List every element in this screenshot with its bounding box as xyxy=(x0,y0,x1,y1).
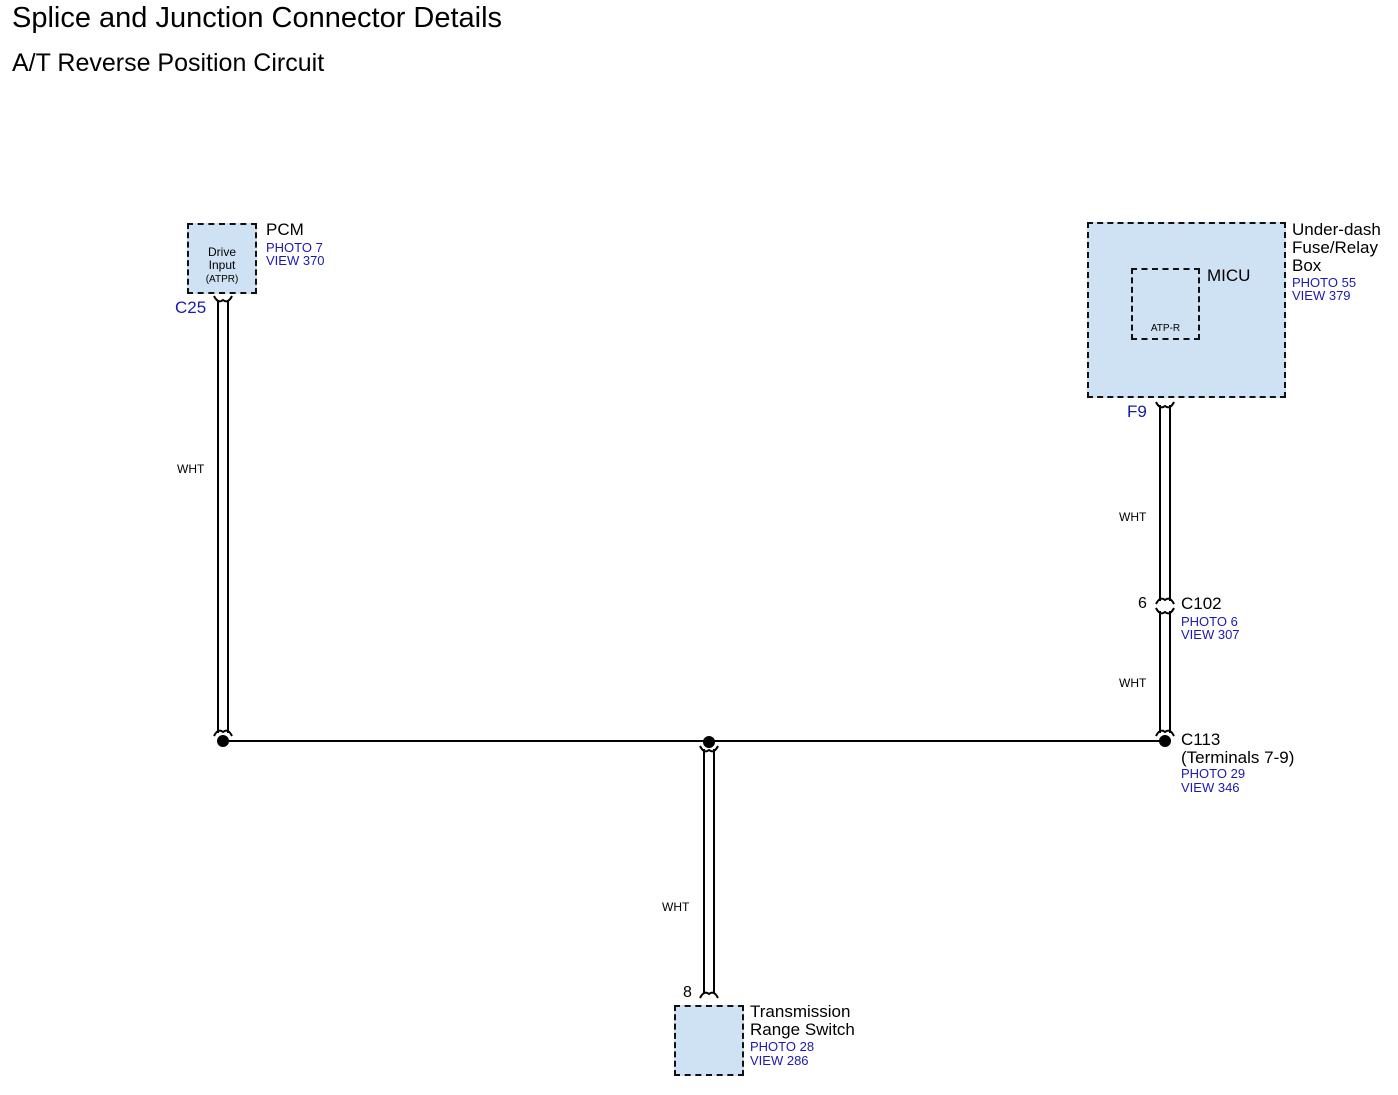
splice-point-right xyxy=(1159,735,1171,747)
pcm-connector-id[interactable]: C25 xyxy=(175,298,207,317)
fuse-box-photo-ref[interactable]: PHOTO 55 xyxy=(1292,275,1357,290)
trs-view-ref[interactable]: VIEW 286 xyxy=(750,1053,809,1068)
fuse-box-view-ref[interactable]: VIEW 379 xyxy=(1292,288,1351,303)
trs-box xyxy=(674,1005,744,1076)
c102-photo-ref[interactable]: PHOTO 6 xyxy=(1181,614,1238,629)
micu-terminal-label: ATP-R xyxy=(1150,323,1181,334)
pcm-label: PCM xyxy=(266,220,304,239)
fuse-box-label-line1: Under-dash xyxy=(1292,220,1381,239)
c102-label: C102 xyxy=(1181,594,1222,613)
fuse-box-connector-id[interactable]: F9 xyxy=(1127,402,1147,421)
pcm-terminal-label-3: (ATPR) xyxy=(205,274,239,285)
fuse-c102-wire-color: WHT xyxy=(1119,510,1147,524)
trs-photo-ref[interactable]: PHOTO 28 xyxy=(750,1039,815,1054)
c102-view-ref[interactable]: VIEW 307 xyxy=(1181,627,1240,642)
wire-c102-c113 xyxy=(1155,607,1175,737)
splice-point-left xyxy=(217,735,229,747)
pcm-terminal-label-2: Input xyxy=(208,258,236,272)
splice-point-center xyxy=(703,736,715,748)
trs-label-line2: Range Switch xyxy=(750,1020,855,1039)
pcm-view-ref[interactable]: VIEW 370 xyxy=(266,253,325,268)
wire-fuse-c102 xyxy=(1155,401,1175,605)
fuse-box-label-line2: Fuse/Relay xyxy=(1292,238,1378,257)
c102-pin-number: 6 xyxy=(1138,595,1147,612)
pcm-box: Drive Input (ATPR) xyxy=(187,223,257,294)
c113-label: C113 xyxy=(1181,730,1221,749)
trs-wire-color: WHT xyxy=(662,900,690,914)
trs-label-line1: Transmission xyxy=(750,1002,851,1021)
c102-c113-wire-color: WHT xyxy=(1119,676,1147,690)
wire-trs xyxy=(699,745,719,999)
fuse-box-label-line3: Box xyxy=(1292,256,1322,275)
pcm-terminal-label-1: Drive xyxy=(207,245,236,259)
c113-photo-ref[interactable]: PHOTO 29 xyxy=(1181,766,1246,781)
pcm-photo-ref[interactable]: PHOTO 7 xyxy=(266,240,323,255)
micu-label: MICU xyxy=(1207,266,1251,285)
c113-terminals: (Terminals 7-9) xyxy=(1181,748,1295,767)
page-subtitle: A/T Reverse Position Circuit xyxy=(12,49,325,77)
pcm-wire-color: WHT xyxy=(177,462,205,476)
trs-pin-number: 8 xyxy=(683,984,692,1001)
micu-box: ATP-R xyxy=(1131,268,1200,340)
wire-pcm xyxy=(213,295,233,737)
page-title: Splice and Junction Connector Details xyxy=(12,2,503,34)
c113-view-ref[interactable]: VIEW 346 xyxy=(1181,780,1240,795)
